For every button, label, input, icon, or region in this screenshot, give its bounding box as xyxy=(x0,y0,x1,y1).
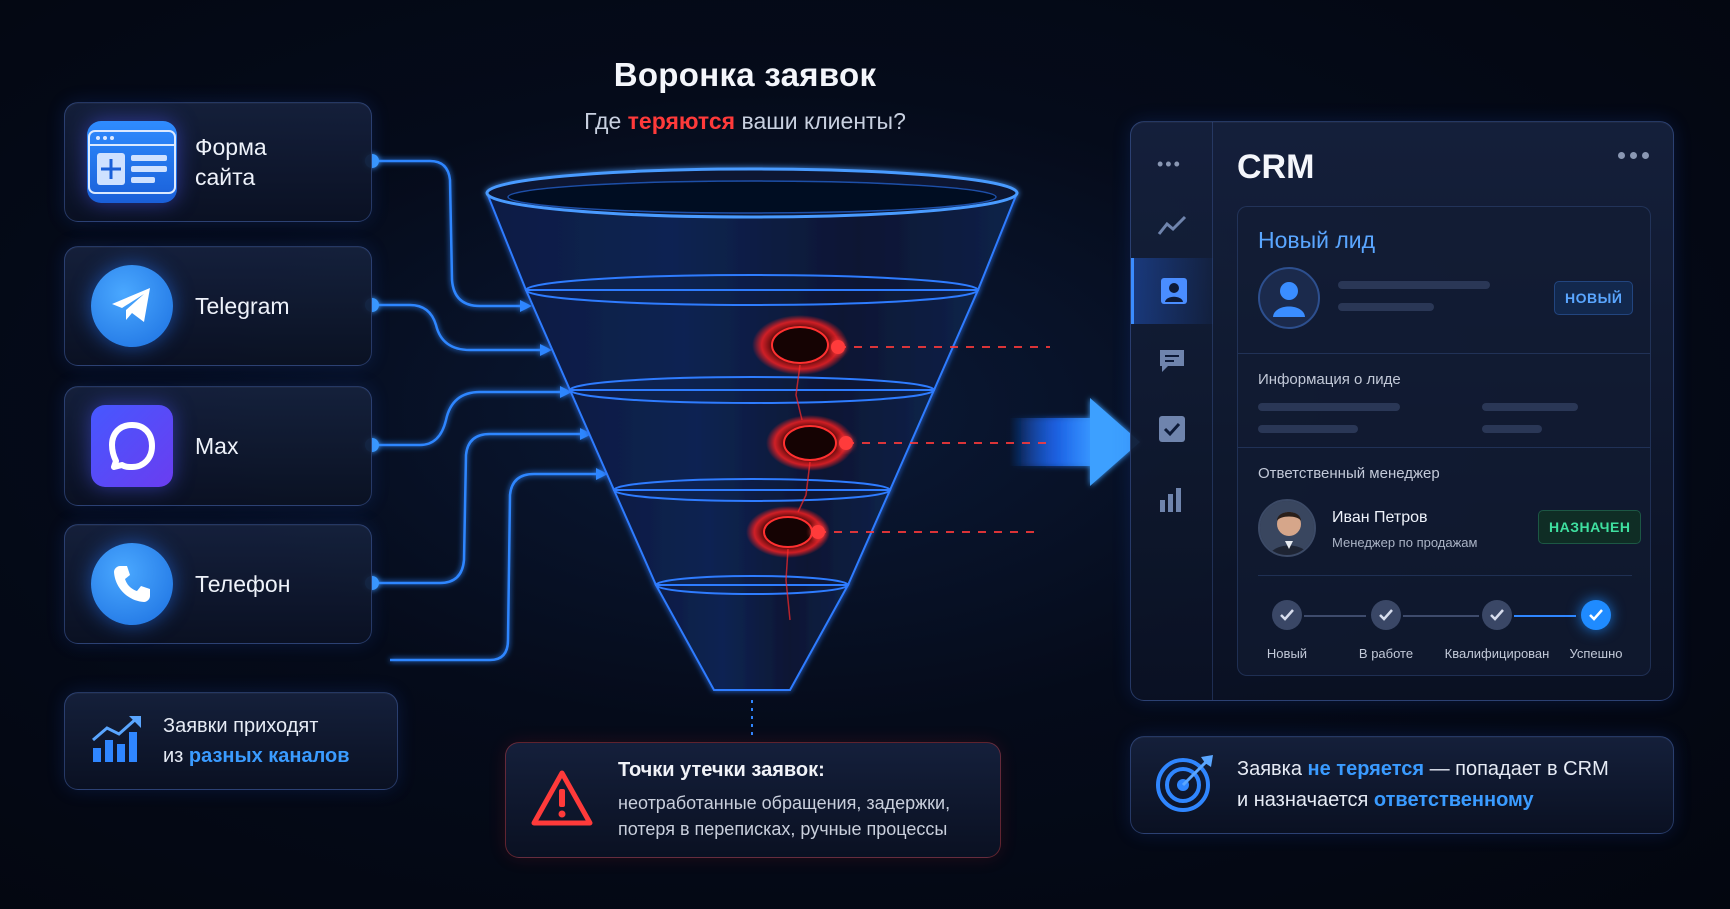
result-l2-pre: и назначается xyxy=(1237,789,1374,811)
subtitle-post: ваши клиенты? xyxy=(735,108,906,134)
status-badge-new: НОВЫЙ xyxy=(1554,281,1634,315)
check-icon xyxy=(1482,600,1512,630)
leak-desc-line2: потеря в переписках, ручные процессы xyxy=(618,818,948,839)
stage-success[interactable]: Успешно xyxy=(1541,600,1651,661)
source-card-telegram[interactable]: Telegram xyxy=(64,246,372,366)
phone-icon xyxy=(91,543,173,625)
connector-form xyxy=(372,159,520,308)
result-highlight-2: ответственному xyxy=(1373,789,1534,811)
telegram-icon xyxy=(91,265,173,347)
manager-name: Иван Петров xyxy=(1332,509,1428,526)
leak-points-box: Точки утечки заявок: неотработанные обра… xyxy=(505,742,1001,858)
web-form-icon xyxy=(87,121,177,203)
channels-line2-pre: из xyxy=(163,745,189,767)
channels-line1: Заявки приходят xyxy=(163,715,319,737)
connector-extra xyxy=(390,472,596,662)
manager-label: Ответственный менеджер xyxy=(1258,465,1440,482)
sidebar-menu-icon[interactable]: ••• xyxy=(1157,154,1182,174)
connector-max xyxy=(372,390,560,447)
sidebar-messages-icon[interactable] xyxy=(1131,328,1213,394)
sidebar-contacts-icon[interactable] xyxy=(1131,258,1213,324)
leak-title: Точки утечки заявок: xyxy=(618,758,825,781)
stage-qualified[interactable]: Квалифицирован xyxy=(1442,600,1552,661)
arrow-to-crm xyxy=(1010,398,1140,486)
channels-highlight: разных каналов xyxy=(188,745,350,767)
crm-panel: ••• CRM Новый лид НОВЫЙ Информация о лид… xyxy=(1130,121,1674,701)
lead-avatar-icon xyxy=(1258,267,1320,329)
crm-sidebar: ••• xyxy=(1131,122,1213,700)
result-l1-pre: Заявка xyxy=(1237,758,1308,780)
subtitle-highlight: теряются xyxy=(627,108,736,134)
subtitle-pre: Где xyxy=(584,108,628,134)
check-icon xyxy=(1581,600,1611,630)
result-highlight-1: не теряется xyxy=(1307,758,1425,780)
channels-note: Заявки приходят из разных каналов xyxy=(64,692,398,790)
page-title: Воронка заявок xyxy=(613,56,877,93)
status-badge-assigned: НАЗНАЧЕН xyxy=(1538,510,1642,544)
page-subtitle: Где теряются ваши клиенты? xyxy=(0,108,1490,135)
stage-in-progress[interactable]: В работе xyxy=(1331,600,1441,661)
funnel-segment-3 xyxy=(568,389,936,491)
lead-info-label: Информация о лиде xyxy=(1258,371,1401,388)
source-label-form: Форма сайта xyxy=(195,134,267,190)
growth-chart-icon xyxy=(91,714,143,769)
check-icon xyxy=(1371,600,1401,630)
result-l1-post: — попадает в CRM xyxy=(1424,758,1609,780)
source-label-max: Max xyxy=(195,433,239,459)
max-messenger-icon xyxy=(91,405,173,487)
header: Воронка заявок Где теряются ваши клиенты… xyxy=(0,56,1490,135)
source-card-max[interactable]: Max xyxy=(64,386,372,506)
check-icon xyxy=(1272,600,1302,630)
connector-telegram xyxy=(372,303,540,352)
connector-phone xyxy=(372,432,580,585)
manager-avatar xyxy=(1258,499,1316,557)
funnel-segment-5 xyxy=(654,584,850,691)
funnel xyxy=(485,167,1019,691)
source-card-phone[interactable]: Телефон xyxy=(64,524,372,644)
sidebar-tasks-icon[interactable] xyxy=(1131,396,1213,462)
source-card-form[interactable]: Форма сайта xyxy=(64,102,372,222)
manager-role: Менеджер по продажам xyxy=(1332,535,1478,550)
crm-more-icon[interactable] xyxy=(1618,152,1649,159)
target-icon xyxy=(1155,753,1215,818)
source-label-telegram: Telegram xyxy=(195,293,290,319)
stage-new[interactable]: Новый xyxy=(1232,600,1342,661)
sidebar-reports-icon[interactable] xyxy=(1131,466,1213,532)
warning-icon xyxy=(530,769,594,832)
sidebar-analytics-icon[interactable] xyxy=(1131,192,1213,258)
source-label-phone: Телефон xyxy=(195,571,291,597)
leak-desc-line1: неотработанные обращения, задержки, xyxy=(618,792,951,813)
leak-holes xyxy=(746,315,854,621)
result-box: Заявка не теряется — попадает в CRM и на… xyxy=(1130,736,1674,834)
lead-title: Новый лид xyxy=(1258,227,1376,253)
crm-title: CRM xyxy=(1237,148,1315,186)
lead-card: Новый лид НОВЫЙ Информация о лиде Ответс… xyxy=(1237,206,1651,676)
